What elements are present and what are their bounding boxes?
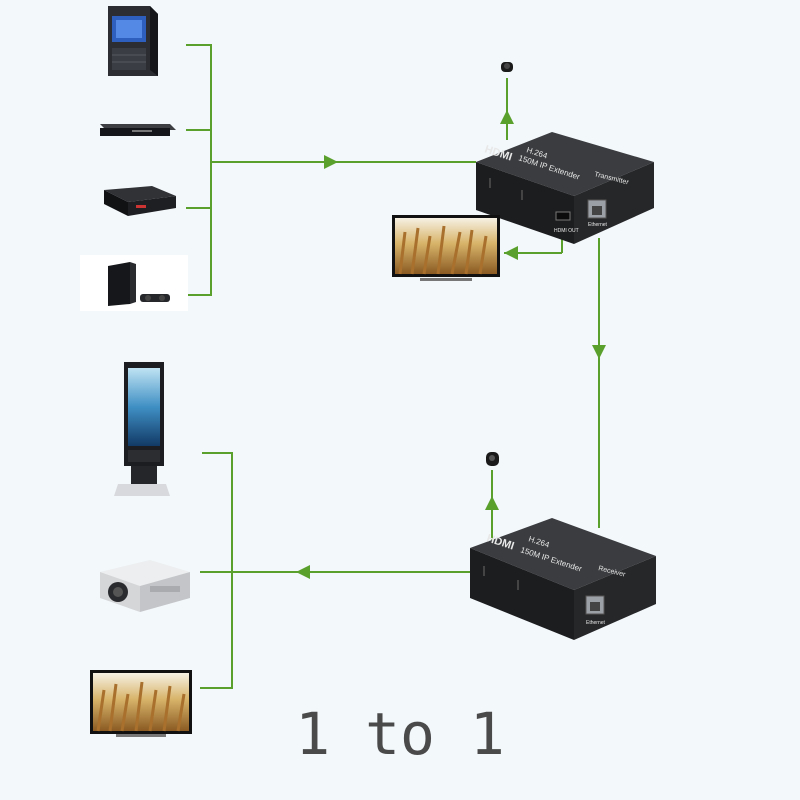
projector-icon bbox=[100, 560, 190, 612]
ir-sensor-icon bbox=[486, 452, 499, 466]
arrow-up-icon bbox=[485, 496, 499, 510]
tv-icon bbox=[392, 215, 500, 281]
arrow-right-icon bbox=[324, 155, 338, 169]
desktop-pc-icon bbox=[108, 6, 158, 76]
dvd-player-icon bbox=[100, 124, 176, 136]
digital-signage-kiosk-icon bbox=[114, 362, 170, 496]
game-console-icon bbox=[80, 255, 188, 311]
receiver-box: HDMI H.264 150M IP Extender Receiver Eth… bbox=[470, 518, 656, 640]
arrowheads bbox=[296, 110, 606, 579]
arrow-down-icon bbox=[592, 345, 606, 359]
arrow-left-icon bbox=[504, 246, 518, 260]
set-top-box-icon bbox=[104, 186, 176, 216]
transmitter-port-ethernet-label: Ethernet bbox=[588, 222, 608, 228]
output-bracket-line bbox=[200, 452, 233, 689]
arrow-up-icon bbox=[500, 110, 514, 124]
tv-icon bbox=[90, 670, 192, 737]
receiver-port-ethernet-label: Ethernet bbox=[586, 620, 606, 626]
hdmi-out-port bbox=[555, 211, 571, 221]
ir-sensor-icon bbox=[501, 62, 513, 72]
arrow-left-icon bbox=[296, 565, 310, 579]
source-bracket-line bbox=[186, 44, 212, 296]
transmitter-box: HDMI H.264 150M IP Extender Transmitter … bbox=[476, 132, 654, 244]
transmitter-port-hdmi-label: HDMI OUT bbox=[554, 228, 579, 234]
caption: 1 to 1 bbox=[295, 700, 505, 768]
